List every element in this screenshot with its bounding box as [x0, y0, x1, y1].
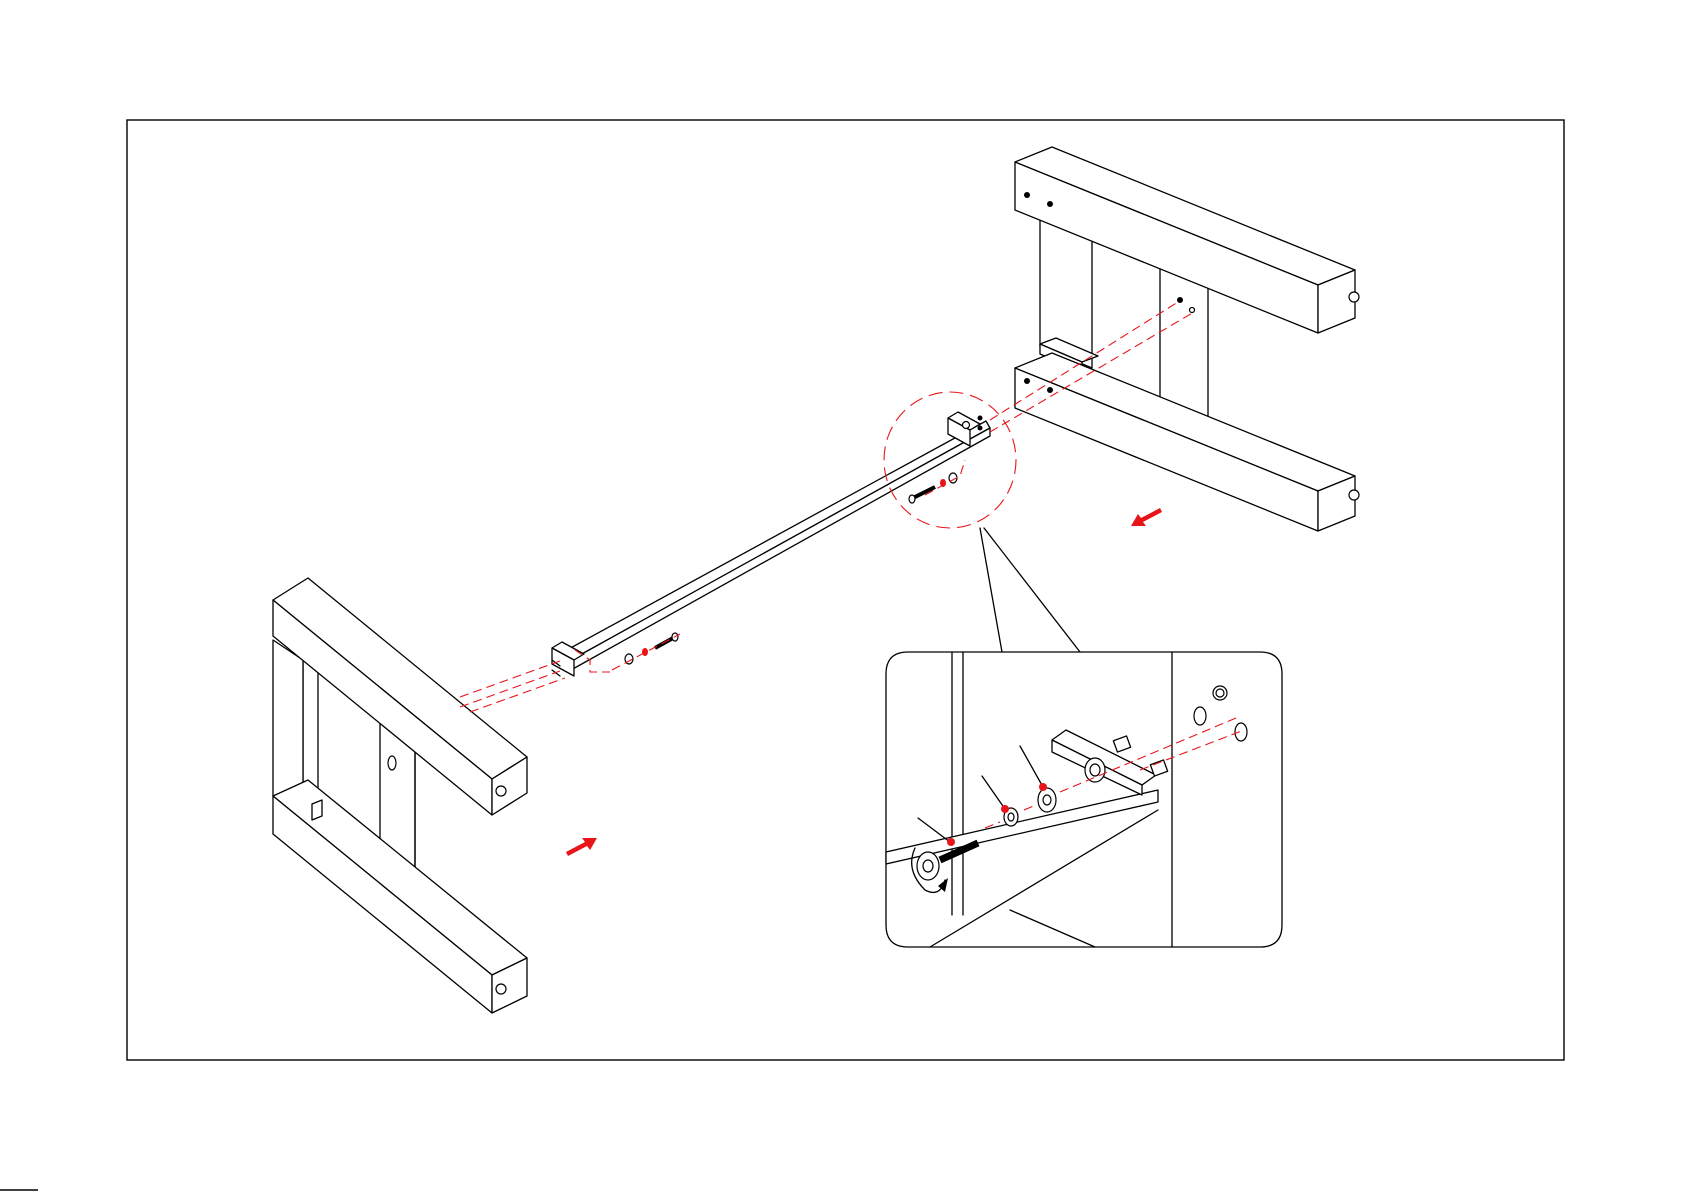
stretcher-rail: [552, 412, 990, 676]
left-leg-assembly: [273, 578, 527, 1013]
detail-callout-panel: [886, 652, 1282, 947]
arrow-toward-rail-left: [566, 838, 597, 856]
detail-circle: [884, 392, 1016, 528]
right-leg-assembly: [1015, 147, 1359, 531]
arrow-toward-rail-right: [1131, 508, 1162, 526]
frame-border: [127, 120, 1564, 1060]
